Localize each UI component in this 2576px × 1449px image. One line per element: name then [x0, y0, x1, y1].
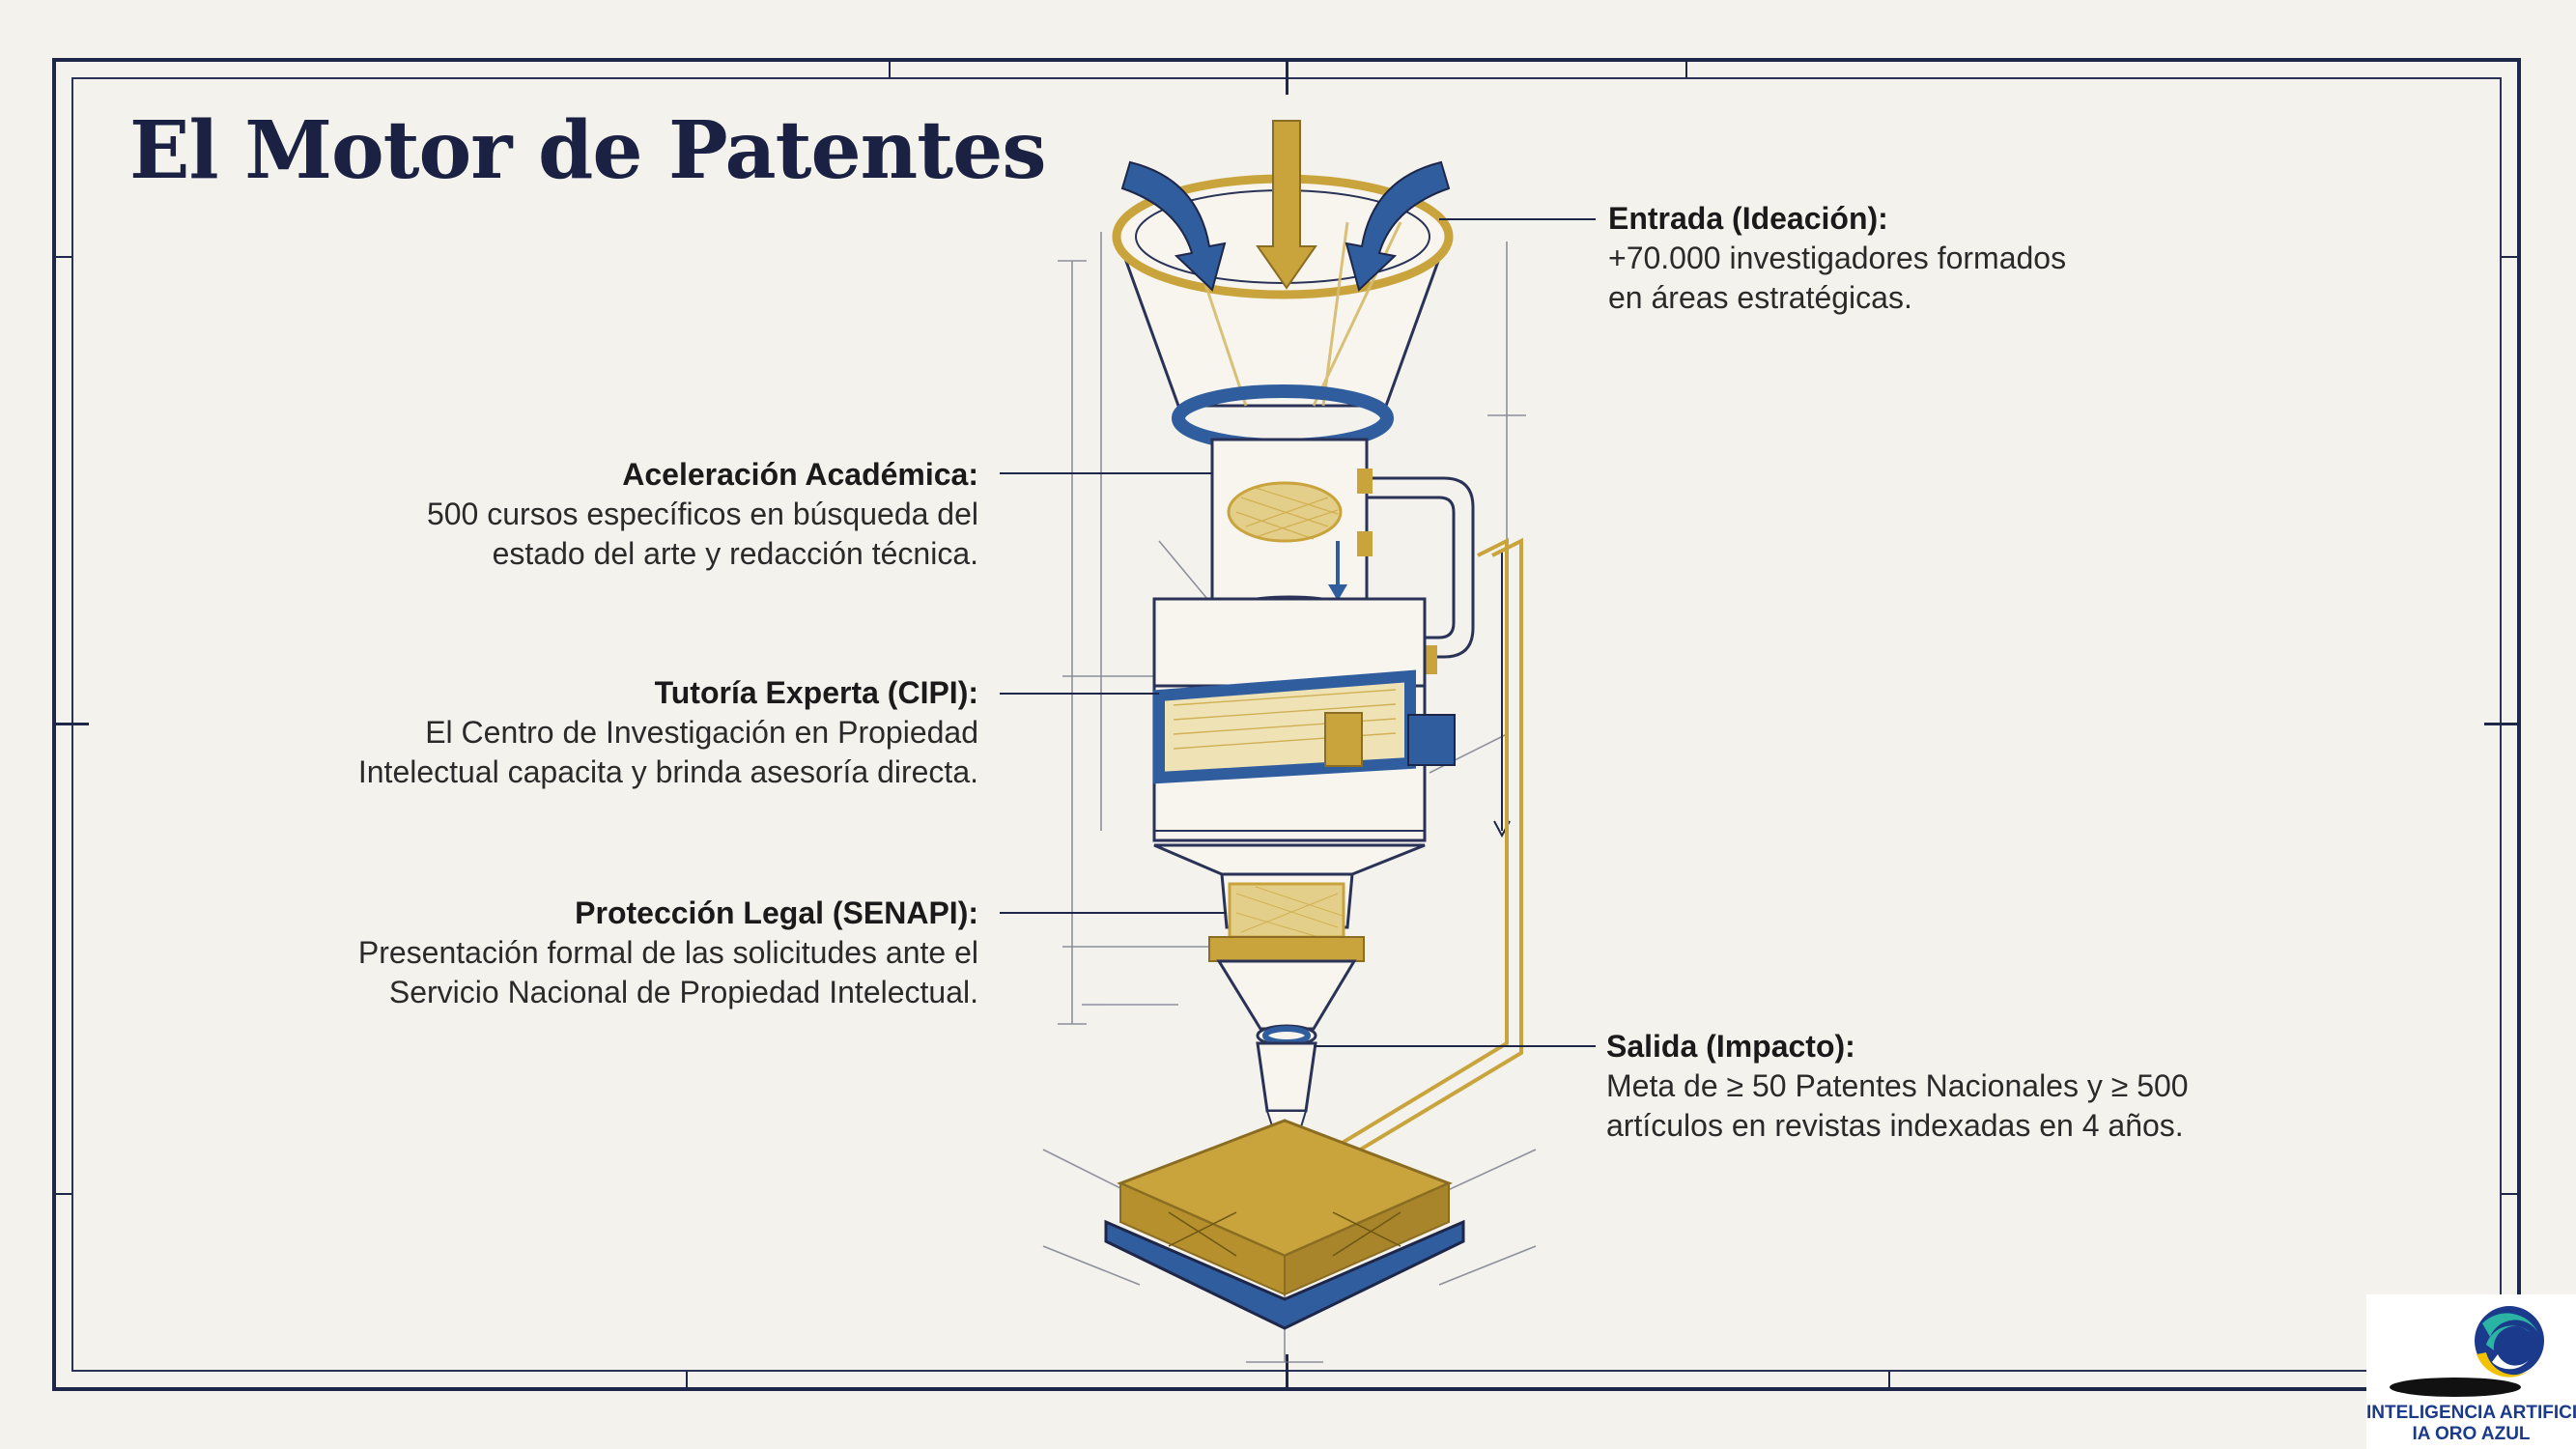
callout-aceleracion-heading: Aceleración Académica:	[622, 457, 978, 492]
page-title: El Motor de Patentes	[129, 104, 1047, 197]
callout-tutoria-heading: Tutoría Experta (CIPI):	[654, 675, 978, 710]
callout-entrada: Entrada (Ideación): +70.000 investigador…	[1608, 199, 2066, 318]
callout-tutoria-line: El Centro de Investigación en Propiedad	[425, 715, 978, 750]
brand-logo: INTELIGENCIA ARTIFICIAL IA ORO AZUL	[2366, 1294, 2576, 1449]
callout-entrada-line: en áreas estratégicas.	[1608, 280, 1912, 315]
callout-aceleracion-line: estado del arte y redacción técnica.	[492, 536, 978, 571]
frame-tick	[52, 1193, 71, 1195]
nozzle-cone	[1216, 959, 1357, 1031]
frame-tick	[1888, 1372, 1890, 1391]
callout-salida: Salida (Impacto): Meta de ≥ 50 Patentes …	[1606, 1027, 2189, 1146]
frame-tick	[2484, 723, 2521, 725]
globe-logo-icon	[2390, 1306, 2544, 1397]
intake-arrow-center	[1256, 120, 1317, 290]
logo-line-2: IA ORO AZUL	[2412, 1424, 2531, 1444]
callout-salida-line: Meta de ≥ 50 Patentes Nacionales y ≥ 500	[1606, 1068, 2189, 1103]
intake-arrow-left	[1120, 160, 1227, 292]
gold-sensor	[1324, 712, 1363, 767]
frame-tick	[1286, 1354, 1288, 1391]
return-pipe	[1367, 476, 1475, 659]
callout-proteccion: Protección Legal (SENAPI): Presentación …	[358, 894, 978, 1012]
logo-line-1: INTELIGENCIA ARTIFICIAL	[2366, 1403, 2576, 1423]
callout-entrada-heading: Entrada (Ideación):	[1608, 201, 1888, 236]
blue-sensor	[1407, 714, 1456, 766]
frame-tick	[2502, 256, 2521, 258]
intake-arrow-right	[1345, 160, 1451, 292]
frame-tick	[889, 58, 891, 77]
base-blue-plinth	[1104, 1219, 1465, 1330]
callout-entrada-line: +70.000 investigadores formados	[1608, 241, 2067, 275]
frame-tick	[52, 256, 71, 258]
callout-proteccion-line: Servicio Nacional de Propiedad Intelectu…	[388, 975, 978, 1009]
callout-salida-heading: Salida (Impacto):	[1606, 1029, 1855, 1064]
callout-aceleracion: Aceleración Académica: 500 cursos especí…	[427, 455, 978, 574]
callout-tutoria: Tutoría Experta (CIPI): El Centro de Inv…	[358, 673, 978, 792]
leader-lines	[1000, 218, 1596, 1047]
frame-tick	[2502, 1193, 2521, 1195]
callout-tutoria-line: Intelectual capacita y brinda asesoría d…	[357, 754, 978, 789]
frame-tick	[1286, 58, 1288, 95]
callout-salida-line: artículos en revistas indexadas en 4 año…	[1606, 1108, 2184, 1143]
frame-tick	[52, 723, 89, 725]
callout-proteccion-line: Presentación formal de las solicitudes a…	[357, 935, 978, 970]
callout-aceleracion-line: 500 cursos específicos en búsqueda del	[426, 497, 978, 531]
frame-tick	[1685, 58, 1687, 77]
callout-proteccion-heading: Protección Legal (SENAPI):	[575, 895, 978, 930]
frame-tick	[686, 1372, 688, 1391]
gold-pipe	[1297, 537, 1523, 1182]
